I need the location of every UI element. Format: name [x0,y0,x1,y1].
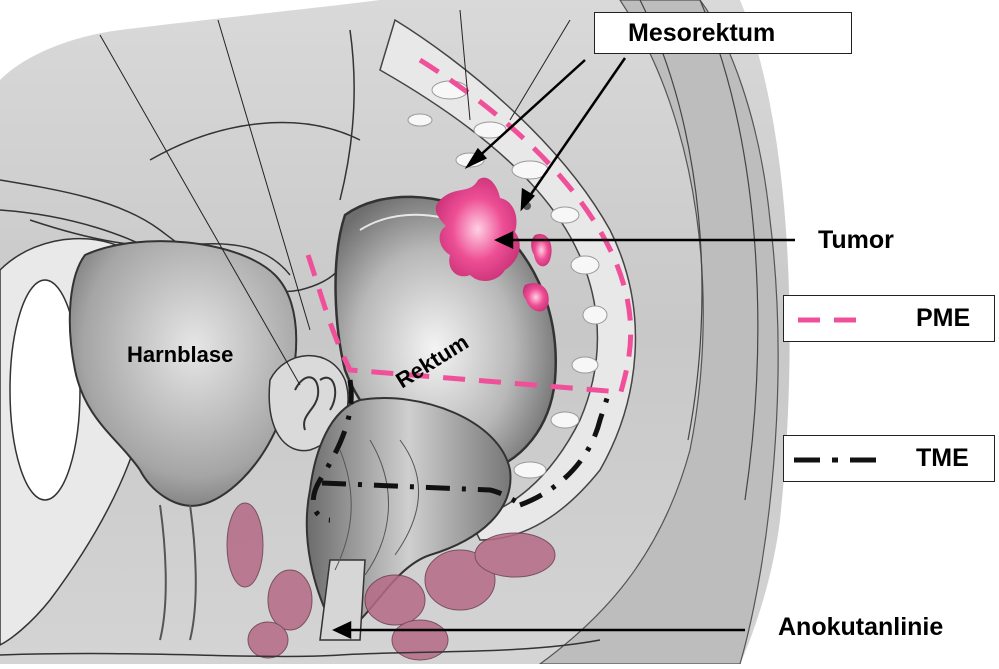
legend-tme-label: TME [916,444,969,473]
legend-pme-swatch [798,310,868,330]
harnblase-label: Harnblase [127,342,233,368]
mesorektum-label-box: Mesorektum [594,12,852,54]
legend-pme: PME [783,295,995,342]
anokutanlinie-label: Anokutanlinie [778,613,943,642]
legend-tme-swatch [794,450,884,470]
legend-tme: TME [783,435,995,482]
tumor-label: Tumor [818,226,894,255]
mesorektum-label: Mesorektum [628,19,775,48]
legend-pme-label: PME [916,304,970,333]
